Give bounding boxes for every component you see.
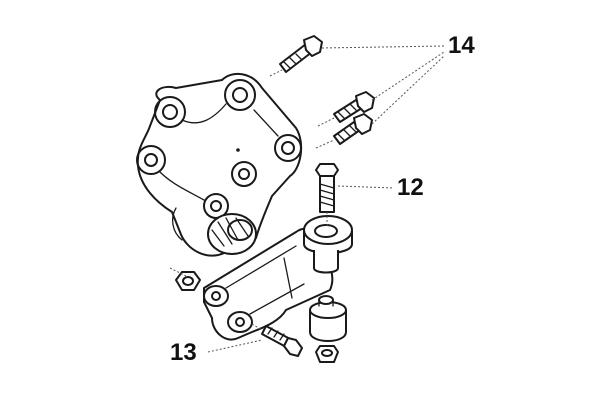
mount-link-arm <box>203 215 353 341</box>
bolt-14-middle <box>317 91 375 127</box>
rubber-bushing <box>207 213 257 255</box>
lower-bushing-assembly <box>309 295 347 363</box>
lower-hex-nut <box>315 345 339 363</box>
bolt-14-lower <box>315 113 373 149</box>
hex-nut-left <box>169 267 201 291</box>
callout-label-14: 14 <box>448 32 475 59</box>
callout-label-12: 12 <box>397 174 424 201</box>
engine-mount-bracket <box>136 72 303 257</box>
callout-leaders <box>207 45 445 353</box>
stud-bolt-12 <box>315 163 339 228</box>
callout-label-13: 13 <box>170 339 197 366</box>
bolt-14-top <box>269 35 323 77</box>
bolt-13 <box>251 323 303 357</box>
